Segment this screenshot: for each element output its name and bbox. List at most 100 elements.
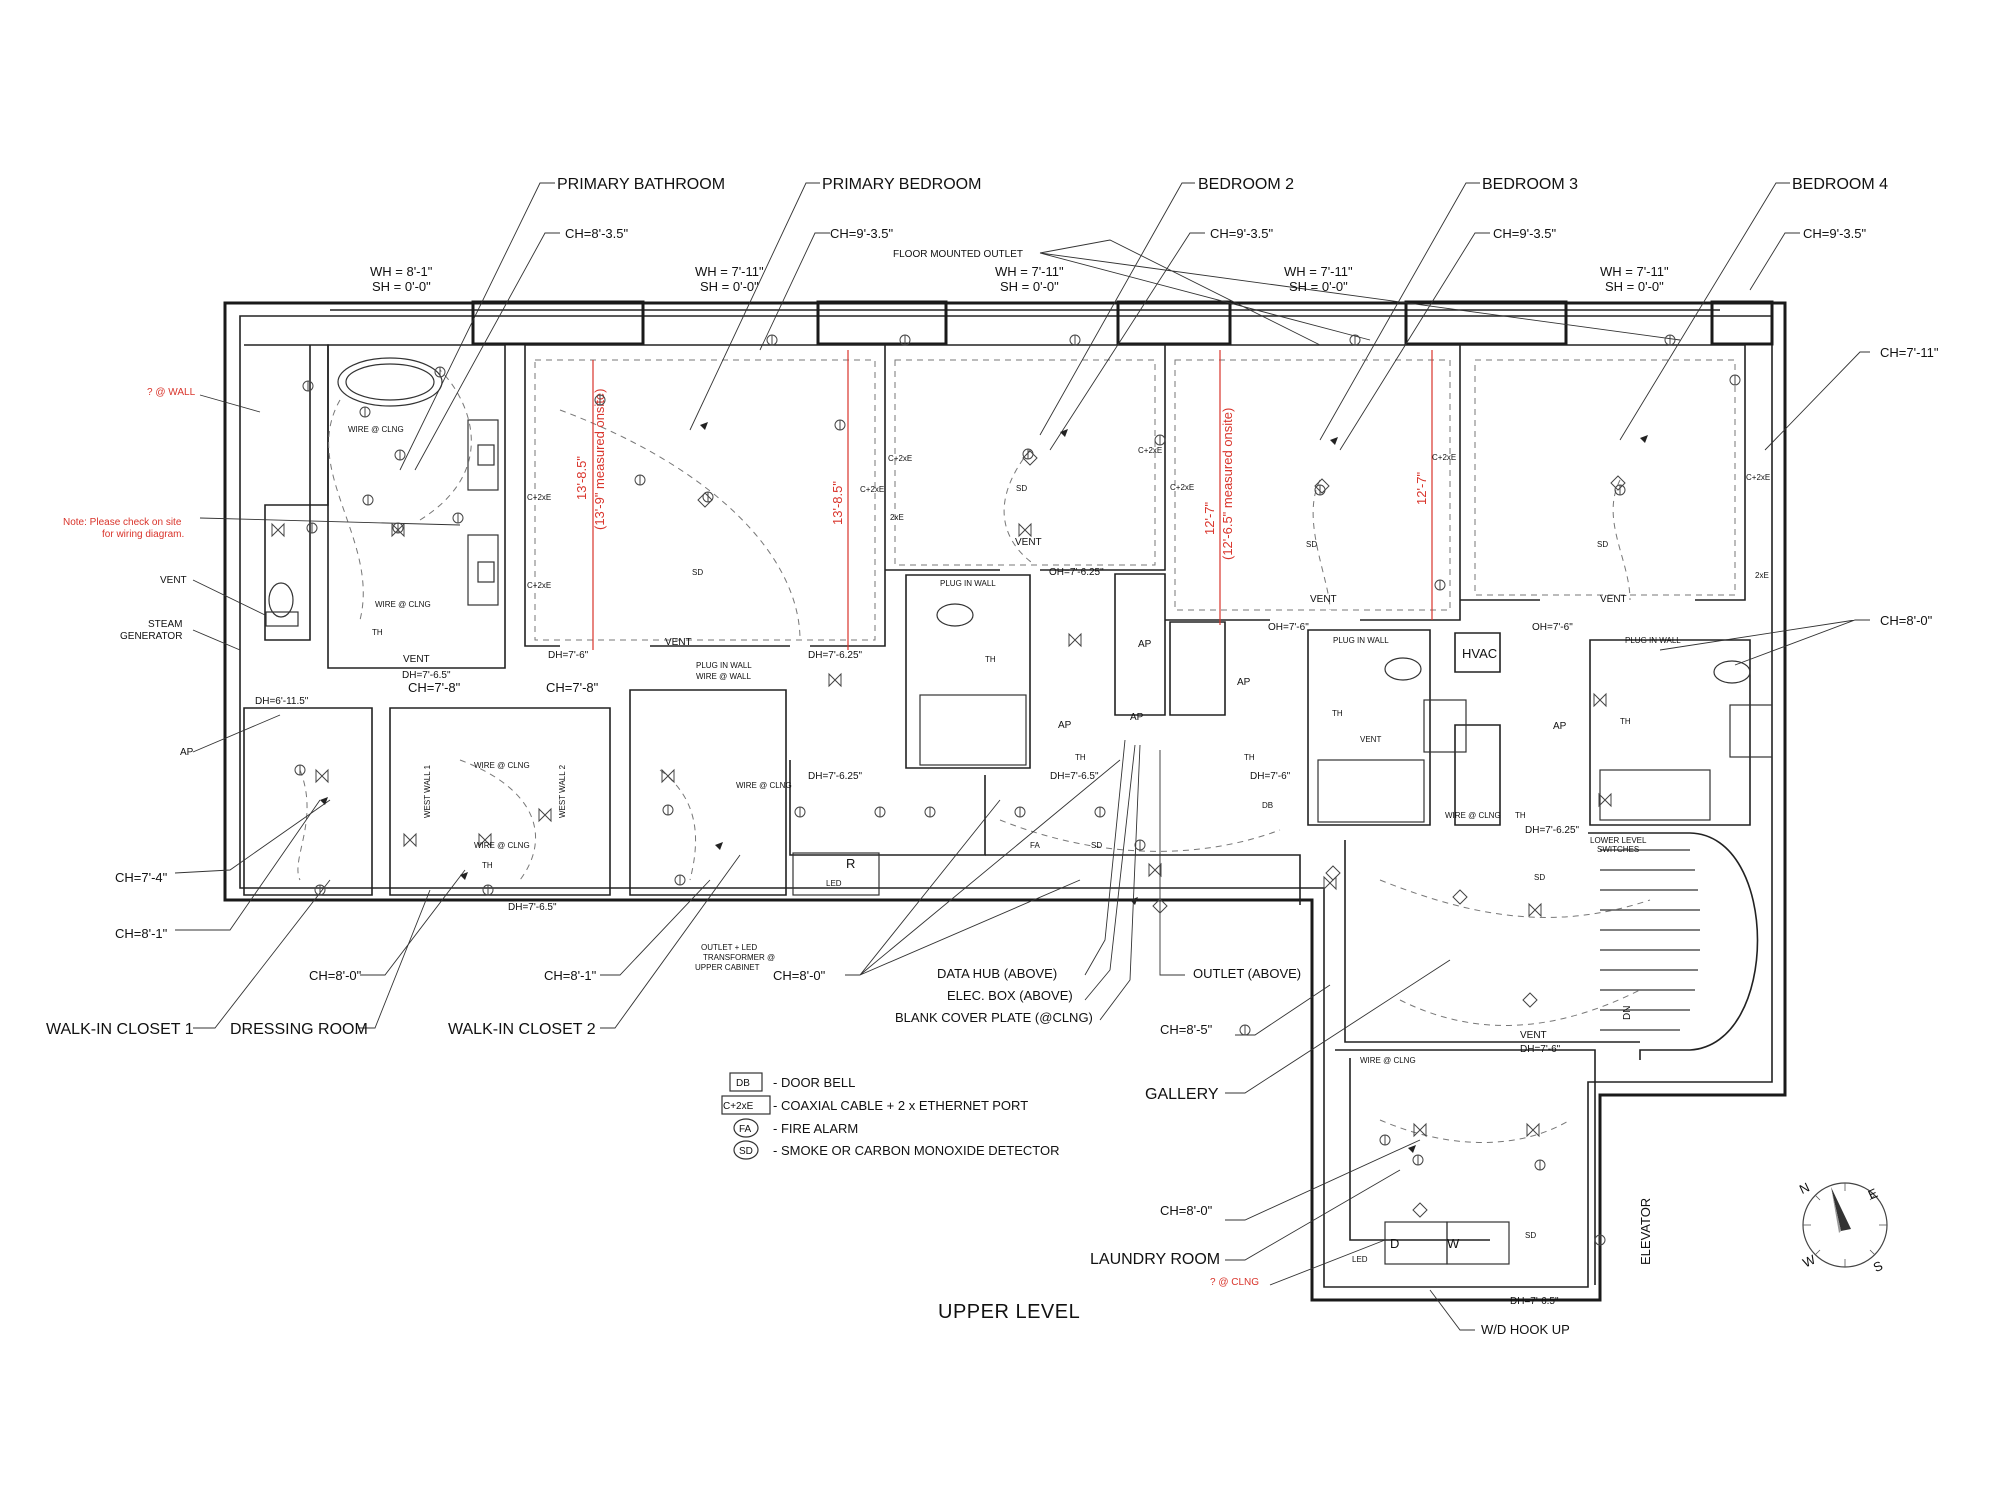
switch-icon (1526, 1122, 1540, 1138)
arrow-icon (715, 842, 723, 850)
switch-icon (828, 672, 842, 688)
ch-dressing: CH=8'-0" (309, 968, 362, 983)
vent-5: VENT (1600, 594, 1627, 605)
sd-3: SD (1306, 540, 1317, 549)
c2xe-8: C+2xE (1746, 473, 1770, 482)
ch-door-1: CH=7'-8" (408, 680, 461, 695)
note-wall: ? @ WALL (147, 387, 196, 398)
label-bedroom-4: BEDROOM 4 (1792, 176, 1888, 193)
window-heights: WH = 8'-1" SH = 0'-0" WH = 7'-11" SH = 0… (370, 264, 1669, 294)
switch-icon (315, 768, 329, 784)
th-2: TH (985, 655, 996, 664)
plug-in-wall-2: PLUG IN WALL (940, 579, 996, 588)
wh-4: WH = 7'-11" (1284, 264, 1353, 279)
ap-2: AP (1058, 720, 1072, 731)
c2xe-4: C+2xE (527, 581, 551, 590)
label-walk-in-closet-1: WALK-IN CLOSET 1 (46, 1021, 194, 1038)
label-gallery: GALLERY (1145, 1086, 1219, 1103)
legend-db-symbol: DB (736, 1078, 750, 1089)
note-floor-outlet: FLOOR MOUNTED OUTLET (893, 249, 1023, 260)
switch-icon (1598, 792, 1612, 808)
2xe-1: 2xE (890, 513, 904, 522)
dh-2: DH=7'-6" (548, 650, 589, 661)
legend: DB C+2xE FA SD - DOOR BELL - COAXIAL CAB… (721, 1072, 1060, 1160)
dryer: D (1390, 1236, 1399, 1251)
compass-icon: N E S W (1797, 1179, 1888, 1275)
vent-3: VENT (1015, 537, 1042, 548)
switch-icon (391, 522, 405, 538)
light-fixture-icon (1412, 1202, 1428, 1218)
th-4: TH (482, 861, 493, 870)
ch-walkin-1: CH=7'-4" (115, 870, 168, 885)
th-6: TH (1332, 709, 1343, 718)
vent-4: VENT (1310, 594, 1337, 605)
plug-in-wall-3: PLUG IN WALL (1333, 636, 1389, 645)
dh-5: DH=7'-6.25" (808, 650, 863, 661)
west-wall-1: WEST WALL 1 (423, 764, 432, 818)
fa-label: FA (1030, 841, 1040, 850)
c2xe-5: C+2xE (1138, 446, 1162, 455)
sd-4: SD (1597, 540, 1608, 549)
label-primary-bedroom: PRIMARY BEDROOM (822, 176, 981, 193)
c2xe-6: C+2xE (1170, 483, 1194, 492)
dh-9: DH=7'-6.25" (1525, 825, 1580, 836)
dh-8: DH=7'-6" (1250, 771, 1291, 782)
r-cabinet: R (846, 856, 855, 871)
compass-n: N (1797, 1179, 1812, 1197)
vent-2: VENT (665, 637, 692, 648)
wh-2: WH = 7'-11" (695, 264, 764, 279)
callout-switches: SWITCHES (1597, 845, 1639, 854)
oh-1: OH=7'-6.25" (1049, 567, 1104, 578)
sh-2: SH = 0'-0" (700, 279, 759, 294)
wh-5: WH = 7'-11" (1600, 264, 1669, 279)
switch-icon (1593, 692, 1607, 708)
switch-icon (1068, 632, 1082, 648)
callout-data-hub: DATA HUB (ABOVE) (937, 966, 1057, 981)
dh-4: DH=7'-6.5" (508, 902, 557, 913)
light-fixture-icon (1610, 475, 1626, 491)
callout-vent: VENT (160, 575, 187, 586)
callout-lower-level: LOWER LEVEL (1590, 836, 1647, 845)
leader-lines (174, 182, 1870, 1331)
oh-2: OH=7'-6" (1268, 622, 1309, 633)
wire-at-wall: WIRE @ WALL (696, 672, 751, 681)
arrow-icon (460, 872, 468, 880)
sd-6: SD (1534, 873, 1545, 882)
dh-6: DH=7'-6.25" (808, 771, 863, 782)
plug-in-wall-4: PLUG IN WALL (1625, 636, 1681, 645)
callout-generator: GENERATOR (120, 631, 182, 642)
c2xe-2: C+2xE (860, 485, 884, 494)
label-primary-bathroom: PRIMARY BATHROOM (557, 176, 725, 193)
light-fixture-icon (1152, 898, 1168, 914)
red-dimensions: 13'-8.5" (13'-9" measured onsite) 13'-8.… (574, 350, 1433, 650)
legend-sd-text: - SMOKE OR CARBON MONOXIDE DETECTOR (773, 1143, 1060, 1158)
west-wall-2: WEST WALL 2 (558, 764, 567, 818)
sd-7: SD (1525, 1231, 1536, 1240)
oh-3: OH=7'-6" (1532, 622, 1573, 633)
ch-baths: CH=8'-0" (1880, 613, 1933, 628)
notes: ? @ WALL Note: Please check on site for … (63, 249, 1259, 1288)
arrow-icon (700, 422, 708, 430)
arrow-icon (1130, 897, 1138, 905)
sh-1: SH = 0'-0" (372, 279, 431, 294)
ch-right-wall: CH=7'-11" (1880, 345, 1939, 360)
sh-5: SH = 0'-0" (1605, 279, 1664, 294)
switch-icon (1413, 1122, 1427, 1138)
led-2: LED (1352, 1255, 1368, 1264)
dh-1: DH=7'-6.5" (402, 670, 451, 681)
wire-clng-2: WIRE @ CLNG (375, 600, 431, 609)
light-fixture-icon (1522, 992, 1538, 1008)
wire-clng-5: WIRE @ CLNG (736, 781, 792, 790)
arrow-icon (320, 797, 328, 805)
sd-1: SD (692, 568, 703, 577)
legend-c2xe-text: - COAXIAL CABLE + 2 x ETHERNET PORT (773, 1098, 1028, 1113)
th-7: TH (1620, 717, 1631, 726)
callout-steam: STEAM (148, 619, 182, 630)
light-fixture-icon (697, 492, 713, 508)
label-elevator: ELEVATOR (1638, 1198, 1653, 1265)
room-labels: PRIMARY BATHROOM PRIMARY BEDROOM BEDROOM… (46, 176, 1888, 1268)
th-3: TH (1075, 753, 1086, 762)
callout-elec-box: ELEC. BOX (ABOVE) (947, 988, 1073, 1003)
callout-transformer-1: TRANSFORMER @ (703, 953, 775, 962)
outer-walls (223, 301, 1787, 1302)
